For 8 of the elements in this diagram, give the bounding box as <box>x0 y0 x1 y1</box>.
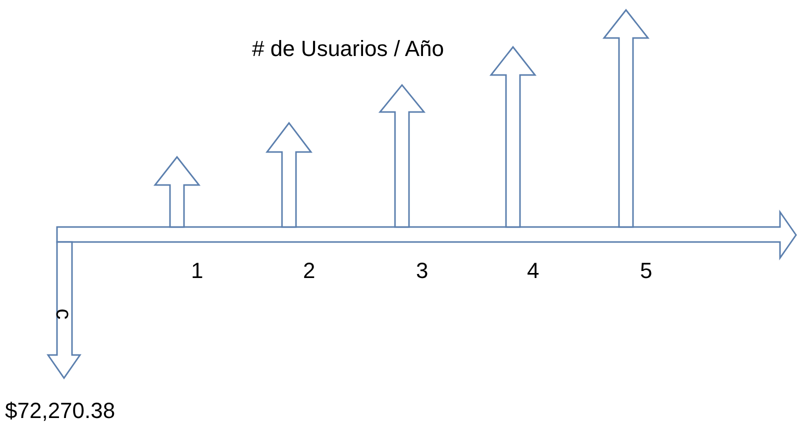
period-number: 1 <box>191 260 204 282</box>
period-number: 3 <box>416 260 428 282</box>
period-number: 2 <box>303 260 316 282</box>
diagram-title: # de Usuarios / Año <box>252 38 444 60</box>
flow-label: c <box>52 308 74 320</box>
period-number: 4 <box>527 260 540 282</box>
period-number: 5 <box>640 260 652 282</box>
amount-label: $72,270.38 <box>5 400 116 422</box>
